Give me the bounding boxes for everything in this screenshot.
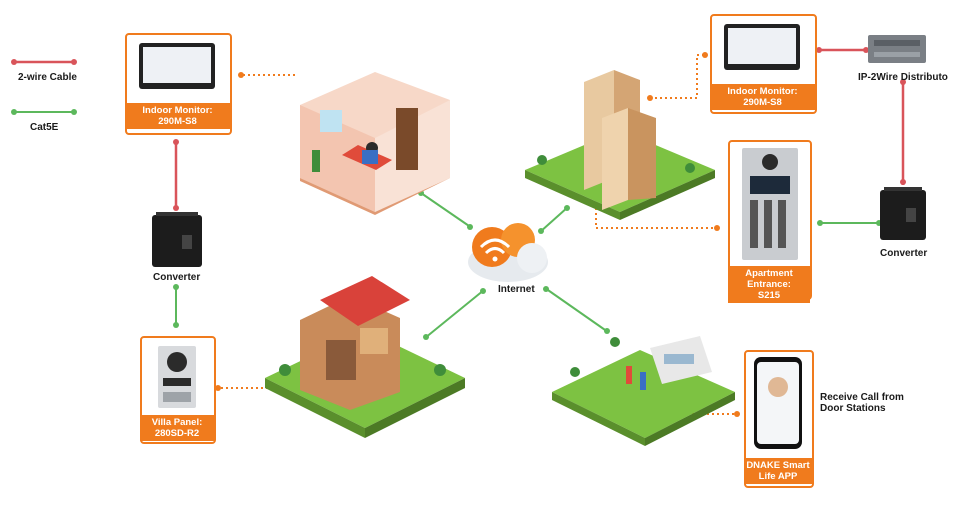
smartphone-device <box>754 357 802 449</box>
caller-avatar <box>768 377 788 397</box>
receive-call-line1: Receive Call from <box>820 392 904 403</box>
indoor-monitor-left-caption: Indoor Monitor: 290M-S8 <box>125 103 230 129</box>
villa-panel-card: Villa Panel: 280SD-R2 <box>140 336 216 444</box>
smart-app-line1: DNAKE Smart <box>746 460 810 471</box>
indoor-monitor-left-line1: Indoor Monitor: <box>142 105 213 116</box>
converter-left-label: Converter <box>153 272 201 283</box>
converter-right-device <box>880 187 926 240</box>
cat5e-room-internet <box>420 192 473 229</box>
distributor-label: IP-2Wire Distributo <box>858 72 948 83</box>
apartment-buildings-illustration <box>525 70 715 220</box>
converter-right-label: Converter <box>880 248 928 259</box>
apartment-entrance-card: Apartment Entrance: S215 <box>728 140 812 303</box>
indoor-monitor-right-line1: Indoor Monitor: <box>727 86 798 97</box>
legend-cat5e-line <box>11 109 77 115</box>
smart-app-card: DNAKE Smart Life APP <box>744 350 814 488</box>
apartment-entrance-line2: S215 <box>757 290 781 301</box>
indoor-monitor-left-screen <box>139 43 215 89</box>
legend-two-wire-line <box>11 59 77 65</box>
wifi-icon <box>479 238 511 255</box>
dotted-building-monitor <box>650 54 705 99</box>
apartment-entrance-caption: Apartment Entrance: S215 <box>728 266 810 303</box>
apartment-entrance-device <box>742 148 798 260</box>
cat5e-building-internet <box>539 206 569 233</box>
internet-label: Internet <box>498 284 535 295</box>
distributor-device <box>868 35 926 63</box>
legend-cat5e-label: Cat5E <box>30 122 59 133</box>
villa-panel-line2: 280SD-R2 <box>154 428 200 439</box>
apartment-entrance-line1: Apartment Entrance: <box>745 268 793 290</box>
converter-left-device <box>152 212 202 267</box>
indoor-monitor-right-card: Indoor Monitor: 290M-S8 <box>710 14 817 114</box>
indoor-monitor-right-screen <box>724 24 800 70</box>
cat5e-internet-camp <box>544 287 609 333</box>
indoor-monitor-left-line2: 290M-S8 <box>158 116 197 127</box>
campsite-illustration <box>552 336 735 446</box>
villa-panel-line1: Villa Panel: <box>151 417 203 428</box>
living-room-illustration <box>300 72 450 215</box>
smart-app-caption: DNAKE Smart Life APP <box>744 458 812 484</box>
villa-panel-device <box>158 346 196 408</box>
villa-house-illustration <box>265 276 465 438</box>
smart-app-line2: Life APP <box>758 471 798 482</box>
receive-call-line2: Door Stations <box>820 403 886 414</box>
internet-cloud <box>468 223 548 282</box>
legend-two-wire-label: 2-wire Cable <box>18 72 77 83</box>
cat5e-house-internet <box>424 289 485 339</box>
indoor-monitor-left-card: Indoor Monitor: 290M-S8 <box>125 33 232 135</box>
indoor-monitor-right-caption: Indoor Monitor: 290M-S8 <box>710 84 815 110</box>
indoor-monitor-right-line2: 290M-S8 <box>743 97 782 108</box>
villa-panel-caption: Villa Panel: 280SD-R2 <box>140 415 214 441</box>
